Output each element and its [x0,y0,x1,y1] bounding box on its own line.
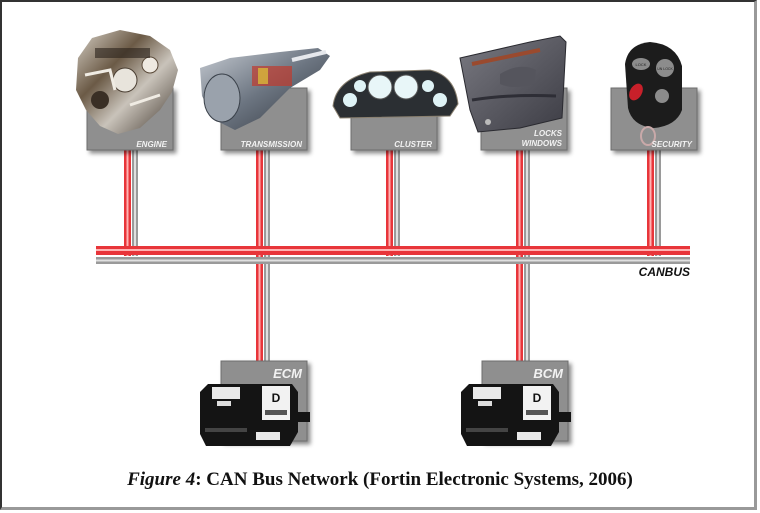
node-bcm: BCM D [461,360,571,446]
ecm-module-letter: D [272,391,281,405]
node-security: LOCK UN LOCK SECURITY [610,42,698,151]
transmission-label: TRANSMISSION [241,140,303,149]
cluster-label: CLUSTER [394,140,432,149]
node-cluster: CLUSTER [332,69,459,151]
canbus-line [96,246,690,264]
security-label: SECURITY [652,140,693,149]
node-transmission: TRANSMISSION [200,48,330,151]
bcm-module-letter: D [533,391,542,405]
caption-text: : CAN Bus Network (Fortin Electronic Sys… [195,469,633,490]
node-engine: ENGINE [76,30,178,151]
unlock-button-label: UN LOCK [657,67,673,71]
drop-wire-transmission [256,150,270,256]
windows-label: WINDOWS [522,139,563,148]
transmission-image [200,48,330,130]
drop-wire-ecm [256,256,270,361]
engine-image [76,30,178,134]
lock-button-label: LOCK [636,62,647,67]
bcm-control-module-image: D [461,384,571,446]
drop-wire-locks-windows [516,150,530,256]
node-locks-windows: LOCKS WINDOWS [459,35,568,151]
key-fob-image: LOCK UN LOCK [625,42,682,146]
ecm-label: ECM [273,366,303,381]
ecm-control-module-image: D [200,384,310,446]
instrument-cluster-image [332,69,459,119]
drop-wire-bcm [516,256,530,361]
figure-number: Figure 4 [127,469,196,490]
locks-label: LOCKS [534,129,563,138]
canbus-label: CANBUS [639,265,690,279]
bcm-label: BCM [533,366,564,381]
figure-caption: Figure 4: CAN Bus Network (Fortin Electr… [0,469,760,491]
door-panel-image [459,35,567,133]
wiring [96,150,690,361]
node-ecm: ECM D [200,360,310,446]
drop-wire-security [647,150,661,256]
drop-wire-cluster [386,150,400,256]
drop-wire-engine [124,150,138,256]
engine-label: ENGINE [136,140,167,149]
